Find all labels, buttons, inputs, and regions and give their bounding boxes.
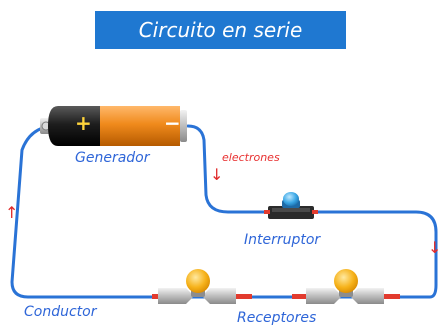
battery-positive-symbol: +	[75, 111, 92, 135]
bulb-receptor-1	[152, 269, 244, 304]
electrons-label: electrones	[222, 151, 280, 164]
bulb-icon	[334, 269, 358, 293]
generator-label: Generador	[75, 150, 150, 166]
diagram-title: Circuito en serie	[138, 18, 303, 42]
arrow-down-icon: ↓	[210, 165, 224, 184]
switch-label: Interruptor	[244, 232, 321, 248]
conductor-wire	[10, 124, 438, 299]
receivers-label: Receptores	[237, 310, 317, 326]
battery-negative-symbol: −	[164, 111, 181, 135]
bulb-receptor-2	[300, 269, 392, 304]
arrow-up-icon: ↑	[5, 203, 19, 222]
conductor-label: Conductor	[24, 304, 97, 320]
bulb-icon	[186, 269, 210, 293]
battery-generator	[40, 106, 187, 146]
wire-connector	[392, 294, 400, 299]
wire-connector	[292, 294, 300, 299]
switch-button-icon	[283, 192, 299, 206]
title-banner: Circuito en serie	[95, 11, 346, 49]
wire-connector	[244, 294, 252, 299]
switch-interruptor	[264, 192, 318, 219]
arrow-down-icon: ↓	[428, 238, 441, 257]
